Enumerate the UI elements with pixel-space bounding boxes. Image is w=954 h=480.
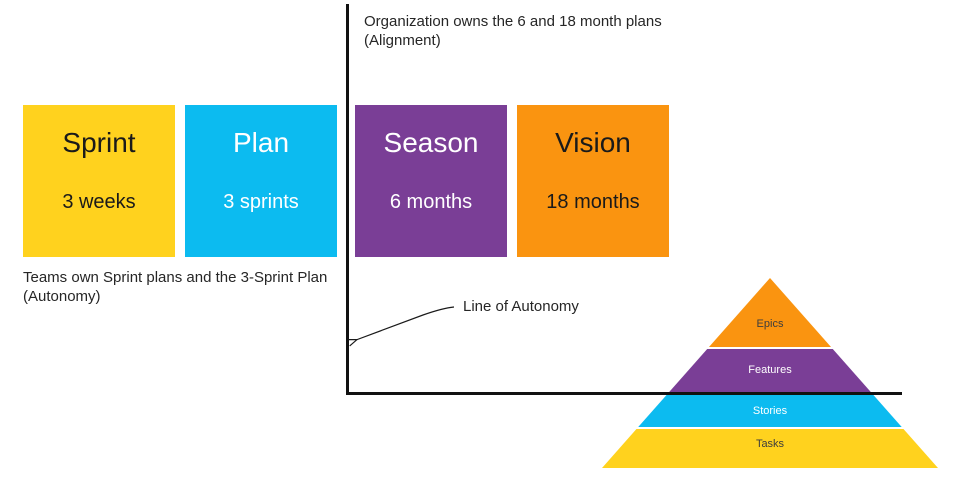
plan-box-duration: 3 sprints [223, 191, 299, 213]
season-box: Season 6 months [355, 105, 507, 257]
backlog-pyramid: Epics Features Stories Tasks [602, 278, 938, 468]
plan-box: Plan 3 sprints [185, 105, 337, 257]
season-box-title: Season [383, 127, 479, 158]
pyramid-label-tasks: Tasks [755, 438, 785, 450]
line-of-autonomy-vertical-axis [346, 4, 349, 393]
vision-box-title: Vision [555, 127, 631, 158]
plan-box-title: Plan [232, 127, 290, 158]
pyramid-layer-epics [602, 278, 938, 347]
line-of-autonomy-arrow [348, 306, 455, 350]
sprint-box-title: Sprint [62, 127, 136, 158]
line-of-autonomy-horizontal-axis [346, 392, 902, 395]
vision-box-duration: 18 months [546, 191, 640, 213]
pyramid-label-stories: Stories [752, 405, 788, 417]
season-box-duration: 6 months [389, 191, 473, 213]
line-of-autonomy-label: Line of Autonomy [463, 298, 579, 315]
sprint-box-duration: 3 weeks [62, 191, 136, 213]
alignment-annotation: Organization owns the 6 and 18 month pla… [364, 12, 662, 50]
sprint-box: Sprint 3 weeks [23, 105, 175, 257]
alignment-annotation-line1: Organization owns the 6 and 18 month pla… [364, 13, 662, 30]
pyramid-layer-tasks [602, 429, 938, 468]
autonomy-annotation-line2: (Autonomy) [23, 288, 101, 305]
autonomy-annotation-line1: Teams own Sprint plans and the 3-Sprint … [23, 269, 328, 286]
pyramid-label-features: Features [748, 364, 792, 376]
vision-box: Vision 18 months [517, 105, 669, 257]
pyramid-label-epics: Epics [756, 318, 784, 330]
alignment-annotation-line2: (Alignment) [364, 32, 441, 49]
autonomy-annotation: Teams own Sprint plans and the 3-Sprint … [23, 268, 327, 306]
